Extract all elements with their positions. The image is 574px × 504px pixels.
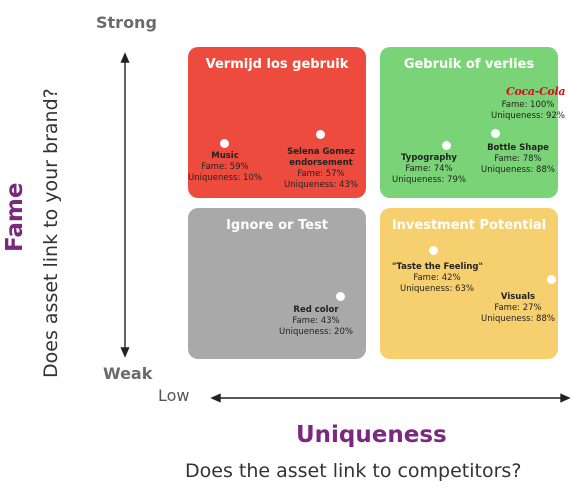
asset-name: Selena Gomez endorsement	[287, 147, 355, 168]
asset-dot-music	[220, 139, 229, 148]
horizontal-axis-arrow-left	[210, 393, 221, 403]
asset-name: Music	[211, 151, 239, 161]
coca-cola-logo: Coca-Cola	[506, 85, 566, 98]
asset-fame: Fame: 43%	[292, 316, 340, 326]
asset-uniqueness: Uniqueness: 63%	[400, 284, 474, 294]
asset-name: Red color	[293, 305, 339, 315]
asset-uniqueness: Uniqueness: 20%	[279, 327, 353, 337]
asset-label-red-color: Red color Fame: 43% Uniqueness: 20%	[276, 305, 356, 338]
quadrant-title-bottom-right: Investment Potential	[391, 218, 547, 233]
quadrant-title-top-left: Vermijd los gebruik	[205, 57, 349, 72]
asset-dot-bottle-shape	[491, 129, 500, 138]
horizontal-axis-arrow-right	[560, 393, 571, 403]
quadrant-top-right: Gebruik of verlies	[380, 47, 558, 198]
asset-label-selena-gomez: Selena Gomez endorsement Fame: 57% Uniqu…	[281, 147, 361, 191]
uniqueness-axis-title: Uniqueness	[296, 422, 447, 448]
asset-name: "Taste the Feeling"	[392, 262, 483, 272]
asset-fame: Fame: 74%	[405, 164, 453, 174]
quadrant-title-bottom-left: Ignore or Test	[226, 218, 328, 233]
asset-uniqueness: Uniqueness: 10%	[188, 173, 262, 183]
asset-uniqueness: Uniqueness: 79%	[392, 175, 466, 185]
asset-label-bottle-shape: Bottle Shape Fame: 78% Uniqueness: 88%	[478, 143, 558, 176]
asset-fame: Fame: 59%	[201, 162, 249, 172]
quadrant-bottom-left: Ignore or Test	[188, 208, 366, 359]
asset-label-typography: Typography Fame: 74% Uniqueness: 79%	[389, 153, 469, 186]
asset-dot-taste-the-feeling	[429, 246, 438, 255]
asset-name: Bottle Shape	[487, 143, 549, 153]
asset-label-music: Music Fame: 59% Uniqueness: 10%	[186, 151, 264, 184]
uniqueness-axis-subtitle: Does the asset link to competitors?	[185, 460, 522, 482]
asset-fame: Fame: 78%	[494, 154, 542, 164]
brand-uniqueness: Uniqueness: 92%	[491, 111, 565, 121]
brand-fame: Fame: 100%	[501, 100, 555, 110]
axis-label-strong: Strong	[96, 13, 157, 32]
asset-uniqueness: Uniqueness: 88%	[481, 314, 555, 324]
asset-name: Visuals	[500, 292, 536, 302]
asset-dot-selena-gomez	[316, 130, 325, 139]
asset-uniqueness: Uniqueness: 43%	[284, 180, 358, 190]
asset-name: Typography	[401, 153, 457, 163]
asset-dot-typography	[442, 141, 451, 150]
fame-axis-title: Fame	[2, 182, 28, 252]
brand-point-label: Fame: 100% Uniqueness: 92%	[488, 100, 568, 122]
quadrant-bottom-right: Investment Potential	[380, 208, 558, 359]
quadrant-title-top-right: Gebruik of verlies	[403, 57, 535, 72]
asset-fame: Fame: 57%	[297, 169, 345, 179]
axis-label-weak: Weak	[103, 364, 153, 383]
asset-dot-visuals	[547, 275, 556, 284]
asset-label-visuals: Visuals Fame: 27% Uniqueness: 88%	[478, 292, 558, 325]
vertical-axis-arrow-up	[120, 52, 130, 63]
quadrant-top-left: Vermijd los gebruik	[188, 47, 366, 198]
asset-fame: Fame: 42%	[413, 273, 461, 283]
axis-label-low: Low	[158, 386, 190, 405]
asset-uniqueness: Uniqueness: 88%	[481, 165, 555, 175]
asset-label-taste-the-feeling: "Taste the Feeling" Fame: 42% Uniqueness…	[392, 262, 483, 295]
fame-axis-subtitle: Does asset link to your brand?	[40, 88, 62, 378]
vertical-axis-arrow-down	[120, 347, 130, 358]
asset-dot-red-color	[336, 292, 345, 301]
asset-fame: Fame: 27%	[494, 303, 542, 313]
